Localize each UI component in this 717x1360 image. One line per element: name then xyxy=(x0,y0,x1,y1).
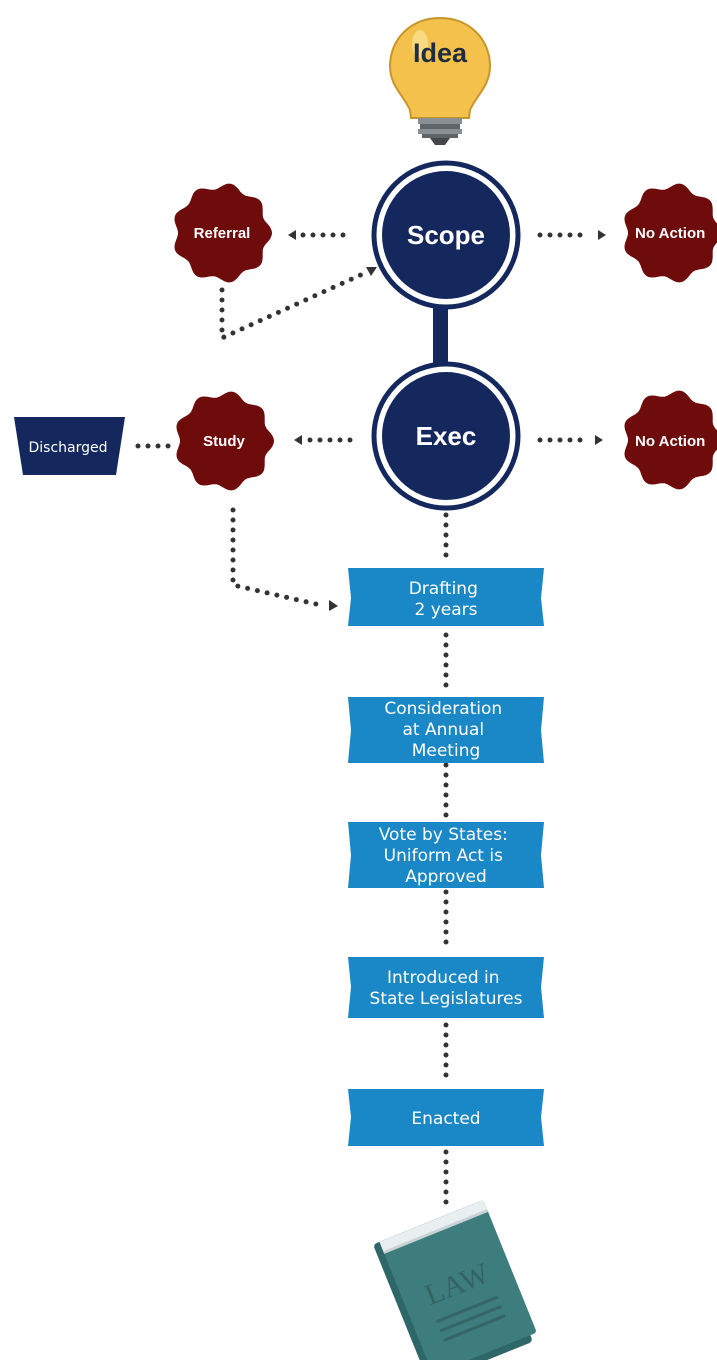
step-enacted-line-1: Enacted xyxy=(411,1109,480,1129)
step-vote-line-1: Vote by States: xyxy=(379,825,508,845)
step-drafting-line-1: Drafting xyxy=(409,579,478,599)
arrowhead-drafting xyxy=(329,600,338,611)
arrowhead-noaction-bottom xyxy=(595,435,603,445)
step-consideration-line-2: at Annual xyxy=(403,720,485,740)
svg-text:Consideration at Annual: Consideration at Annual Meeting xyxy=(384,699,507,761)
arrowhead-noaction-top xyxy=(598,230,606,240)
study-label: Study xyxy=(203,433,245,450)
exec-circle: Exec xyxy=(371,361,521,511)
referral-seal: Referral xyxy=(174,183,272,283)
step-enacted: Enacted xyxy=(348,1089,544,1146)
discharged-box: Discharged xyxy=(14,417,125,475)
arrowhead-referral xyxy=(288,230,296,240)
step-consideration-line-3: Meeting xyxy=(412,741,481,761)
svg-text:Vote by States: Uniform: Vote by States: Uniform Act is Approved xyxy=(379,825,513,887)
step-consideration-line-1: Consideration xyxy=(384,699,502,719)
idea-label: Idea xyxy=(413,38,468,68)
step-vote-line-3: Approved xyxy=(405,867,487,887)
scope-label: Scope xyxy=(407,220,485,250)
no-action-top-label: No Action xyxy=(635,225,705,242)
connector-study-drafting xyxy=(230,507,323,608)
arrowhead-study xyxy=(294,435,302,445)
scope-exec-connector-bar xyxy=(433,290,448,370)
arrowhead-scope-loop xyxy=(366,267,377,276)
svg-text:Introduced in State Legi: Introduced in State Legislatures xyxy=(370,968,523,1009)
referral-label: Referral xyxy=(194,225,251,242)
step-drafting-line-2: 2 years xyxy=(414,600,477,620)
connector-referral-loop xyxy=(219,270,368,342)
lightbulb-icon: Idea xyxy=(388,16,492,145)
no-action-bottom-seal: No Action xyxy=(624,390,717,490)
study-seal: Study xyxy=(176,391,274,491)
connector-lines xyxy=(130,232,588,1213)
step-introduced-line-2: State Legislatures xyxy=(370,989,523,1009)
exec-label: Exec xyxy=(416,421,477,451)
step-introduced: Introduced in State Legislatures xyxy=(348,957,544,1018)
step-vote-line-2: Uniform Act is xyxy=(384,846,503,866)
arrowheads xyxy=(288,230,606,611)
svg-text:Enacted: Enacted xyxy=(411,1109,480,1129)
no-action-bottom-label: No Action xyxy=(635,433,705,450)
step-vote: Vote by States: Uniform Act is Approved xyxy=(348,822,544,888)
step-consideration: Consideration at Annual Meeting xyxy=(348,697,544,763)
step-introduced-line-1: Introduced in xyxy=(387,968,500,988)
no-action-top-seal: No Action xyxy=(624,183,717,283)
law-book-icon: LAW xyxy=(374,1199,536,1360)
discharged-label: Discharged xyxy=(28,440,107,456)
svg-text:Drafting 2 years: Drafting 2 years xyxy=(409,579,484,620)
scope-circle: Scope xyxy=(371,160,521,310)
step-drafting: Drafting 2 years xyxy=(348,568,544,626)
